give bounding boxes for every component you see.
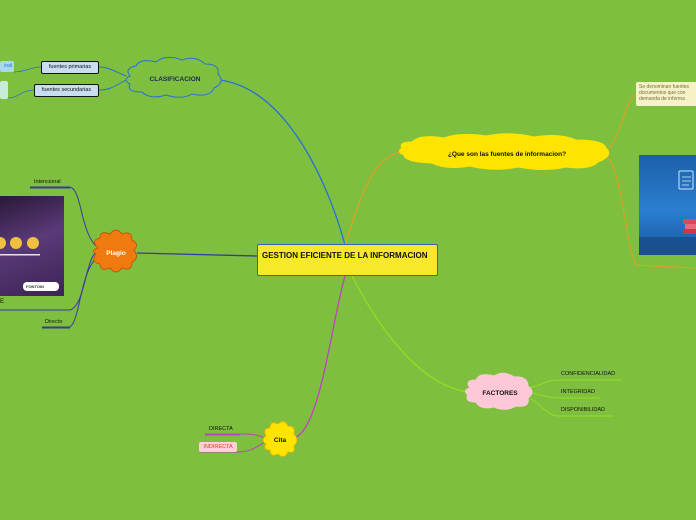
branch-fuentes-primarias [98,66,127,77]
branch-directo [42,257,97,328]
pregunta-cloud[interactable] [398,133,610,170]
branch-directa [205,433,266,439]
branch-confidencialidad [529,379,622,389]
plagio-label: Plagio [106,250,126,257]
indirecta-label: INDIRECTA [203,444,233,450]
cita-label: Cita [273,437,287,444]
branch-primarias-left [13,66,42,73]
plagio-image-brand: FONTOIN [26,284,44,289]
pregunta-note-text: Se denominan fuentes documentos que con … [639,84,690,102]
branch-cita [293,275,346,439]
directo-label[interactable]: Directo [45,319,63,325]
plagio-image[interactable]: FONTOIN [0,196,64,296]
cita-flower[interactable] [262,421,298,457]
branch-factores [351,275,469,393]
branch-pregunta [344,151,401,246]
branch-intencional [30,186,97,247]
cut-off-node-top[interactable]: inal [0,61,14,72]
branch-clasificacion [219,79,346,246]
plagio-cut-label: E [0,299,5,305]
directa-label[interactable]: DIRECTA [209,426,233,432]
pregunta-label: ¿Que son las fuentes de informacion? [447,151,567,158]
central-topic-label: GESTION EFICIENTE DE LA INFORMACION [262,251,428,260]
fuentes-primarias-node[interactable]: fuentes primarias [41,61,99,74]
plagio-flower[interactable] [93,229,137,273]
indirecta-node[interactable]: INDIRECTA [199,442,237,452]
clasificacion-label: CLASIFICACION [149,76,201,83]
branch-plagio [136,252,258,257]
branch-plagio-image [0,251,97,311]
fuentes-illustration [639,170,696,255]
factores-label: FACTORES [482,390,518,397]
fuentes-secundarias-label: fuentes secundarias [41,87,92,93]
branch-fuentes-secundarias [98,79,127,91]
intencional-label[interactable]: Intencional [34,179,61,185]
confidencialidad-label[interactable]: CONFIDENCIALIDAD [561,371,616,377]
factores-cloud[interactable] [464,372,533,410]
cut-off-node-top-label: inal [4,63,12,69]
disponibilidad-label[interactable]: DISPONIBILIDAD [561,407,606,413]
plagio-illustration [0,237,59,291]
branch-pregunta-children [605,94,696,269]
pregunta-note[interactable]: Se denominan fuentes documentos que con … [636,82,696,106]
fuentes-primarias-label: fuentes primarias [48,64,92,70]
clasificacion-cloud[interactable] [125,56,222,98]
fuentes-secundarias-node[interactable]: fuentes secundarias [34,84,99,97]
integridad-label[interactable]: INTEGRIDAD [561,389,595,395]
fuentes-image[interactable] [639,155,696,255]
branch-secundarias-left [7,89,35,99]
cut-off-node-bottom[interactable] [0,81,8,99]
central-topic[interactable]: GESTION EFICIENTE DE LA INFORMACION [257,244,438,276]
branch-indirecta [200,441,266,453]
